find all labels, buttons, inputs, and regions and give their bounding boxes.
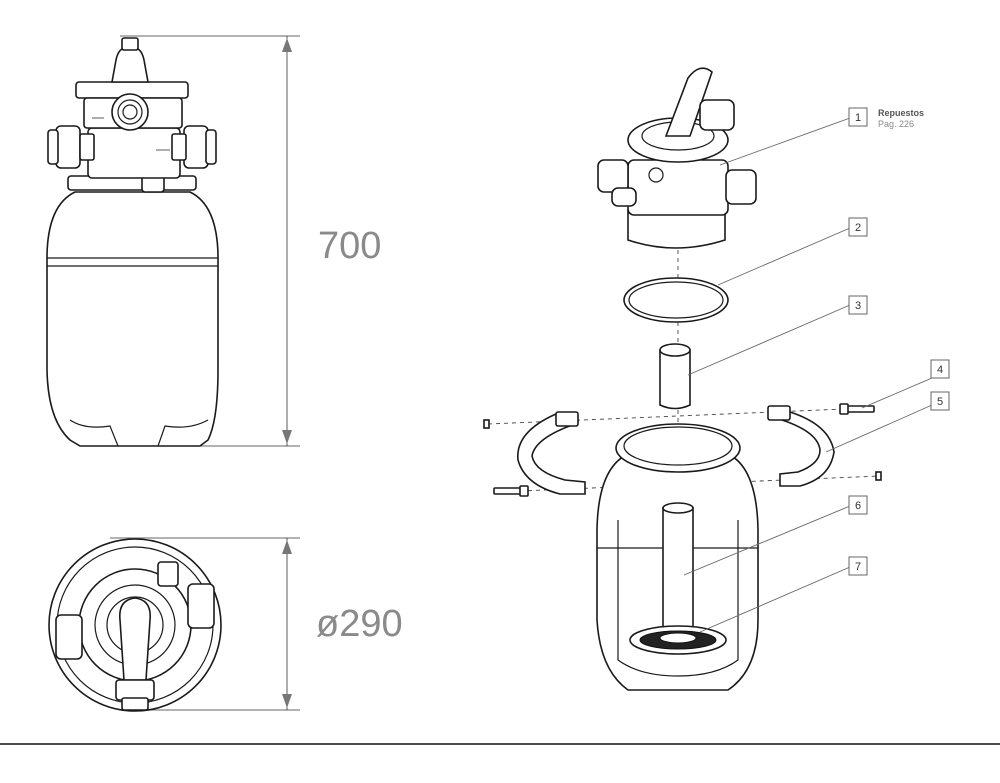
- diameter-label: ø290: [316, 603, 403, 645]
- callout-6: 6: [848, 495, 868, 515]
- svg-text:7: 7: [855, 561, 861, 573]
- svg-text:5: 5: [937, 396, 943, 408]
- reference-page: Pag. 226: [878, 119, 914, 129]
- part-4-bolts: [483, 403, 882, 497]
- part-5-clamps: [517, 405, 835, 495]
- svg-text:2: 2: [855, 222, 861, 234]
- part-1-valve: [597, 67, 757, 249]
- callout-1: 1: [848, 107, 868, 127]
- part-2-oring: [623, 277, 729, 323]
- svg-text:1: 1: [855, 112, 861, 124]
- part-3-tube: [659, 349, 691, 410]
- callout-4: 4: [930, 359, 950, 379]
- tank-cutaway: [596, 423, 759, 691]
- part-6-tube: [662, 507, 694, 641]
- svg-text:6: 6: [855, 500, 861, 512]
- filter-tank-body: [46, 191, 219, 447]
- svg-text:4: 4: [937, 364, 943, 376]
- callout-3: 3: [848, 295, 868, 315]
- svg-text:3: 3: [855, 300, 861, 312]
- top-view: [48, 537, 300, 712]
- callout-2: 2: [848, 217, 868, 237]
- exploded-view: 1 2 3 4 5 6 7 Repuestos Pag. 226: [483, 67, 950, 691]
- callout-7: 7: [848, 556, 868, 576]
- front-view: [46, 35, 300, 447]
- callout-5: 5: [930, 391, 950, 411]
- height-label: 700: [318, 225, 381, 267]
- reference-title: Repuestos: [878, 108, 924, 118]
